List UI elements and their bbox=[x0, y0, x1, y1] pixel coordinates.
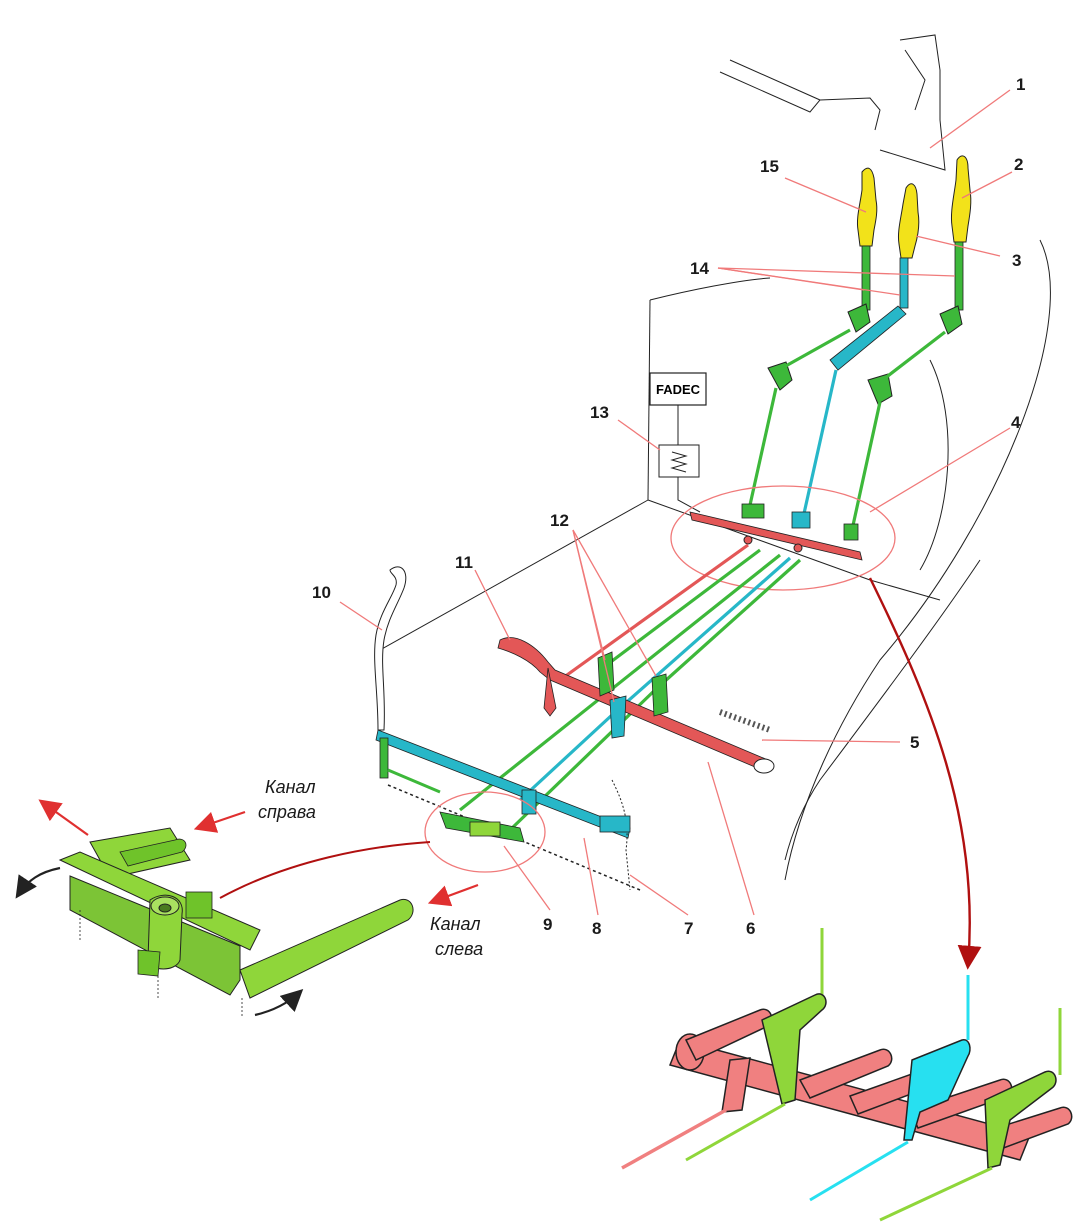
pedal-detail-left bbox=[15, 799, 479, 1018]
label-6: 6 bbox=[746, 919, 755, 938]
caption-left-line2: слева bbox=[435, 939, 483, 959]
arrow-out-icon bbox=[38, 799, 89, 836]
engine-control-levers bbox=[748, 155, 972, 531]
arrow-left-channel-icon bbox=[427, 883, 479, 907]
label-2: 2 bbox=[1014, 155, 1023, 174]
spring-icon bbox=[670, 451, 688, 473]
spring-actuator bbox=[658, 444, 700, 478]
lever-15 bbox=[857, 167, 878, 247]
fadec-unit: FADEC bbox=[649, 372, 707, 513]
shaft-assembly-4 bbox=[670, 485, 896, 591]
highlight-circle-9 bbox=[424, 791, 546, 873]
label-8: 8 bbox=[592, 919, 601, 938]
fadec-label: FADEC bbox=[656, 382, 701, 397]
rotate-arrow-left-icon bbox=[15, 866, 61, 899]
cyan-shaft-8 bbox=[375, 729, 631, 839]
label-5: 5 bbox=[910, 733, 919, 752]
label-4: 4 bbox=[1011, 413, 1021, 432]
lever-3 bbox=[898, 183, 920, 259]
part-number-labels: 1 2 3 4 5 6 7 8 9 10 11 12 13 14 15 bbox=[312, 75, 1025, 938]
label-3: 3 bbox=[1012, 251, 1021, 270]
control-stick-10 bbox=[374, 566, 641, 891]
label-13: 13 bbox=[590, 403, 609, 422]
airframe-outline bbox=[379, 34, 1051, 881]
pedal-assembly-9 bbox=[424, 791, 546, 873]
bellcrank-12b bbox=[651, 673, 669, 717]
label-12: 12 bbox=[550, 511, 569, 530]
detail-connector-right bbox=[868, 577, 982, 970]
label-15: 15 bbox=[760, 157, 779, 176]
label-11: 11 bbox=[455, 553, 473, 572]
channel-captions: Канал справа Канал слева bbox=[258, 777, 483, 959]
label-14: 14 bbox=[690, 259, 709, 278]
label-1: 1 bbox=[1016, 75, 1025, 94]
cross-shaft-11 bbox=[497, 637, 775, 774]
label-9: 9 bbox=[543, 915, 552, 934]
lever-2 bbox=[951, 155, 972, 243]
caption-right-line2: справа bbox=[258, 802, 316, 822]
arrow-right-channel-icon bbox=[193, 810, 246, 833]
highlight-circle-4 bbox=[670, 485, 896, 591]
shaft-detail-right bbox=[621, 577, 1073, 1222]
rotate-arrow-right-icon bbox=[254, 988, 304, 1017]
leader-lines bbox=[339, 89, 1013, 916]
caption-left-line1: Канал bbox=[430, 914, 480, 934]
detail-connector-left bbox=[219, 841, 431, 899]
caption-right-line1: Канал bbox=[265, 777, 315, 797]
label-10: 10 bbox=[312, 583, 331, 602]
label-7: 7 bbox=[684, 919, 693, 938]
